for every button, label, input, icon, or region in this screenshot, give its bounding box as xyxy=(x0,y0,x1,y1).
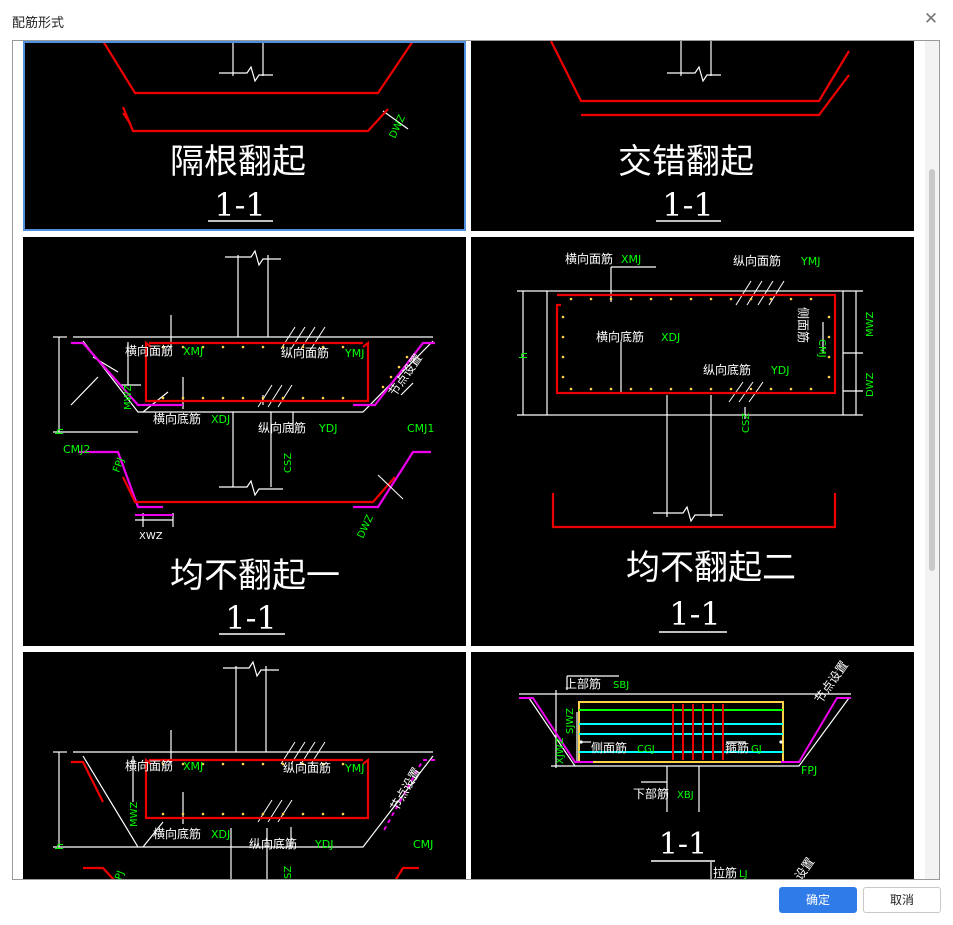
no-bent-1-cmj2: CMJ2 xyxy=(63,443,90,456)
no-bent-2-h: h xyxy=(517,352,530,359)
stirrup-node2: 设置 xyxy=(792,855,817,880)
no-bent-1-ymj: YMJ xyxy=(344,347,364,360)
no-bent-3-cmj: CMJ xyxy=(413,838,433,851)
stirrup-sjwz: SJWZ xyxy=(565,708,576,734)
no-bent-3-xdj-cn: 横向底筋 xyxy=(153,826,201,841)
stirrup-gj-cn: 箍筋 xyxy=(725,740,749,755)
no-bent-1-ydj: YDJ xyxy=(318,422,337,435)
no-bent-2-cmj: CMJ xyxy=(816,339,827,358)
no-bent-3-xmj-cn: 横向面筋 xyxy=(125,758,173,773)
vertical-scrollbar[interactable] xyxy=(925,41,939,879)
no-bent-3-csz: CSZ xyxy=(283,866,294,880)
alt-bent-drawing: DWZ 隔根翻起 1-1 xyxy=(102,41,414,224)
tile-no-bent-2[interactable]: 横向面筋 XMJ 纵向面筋 YMJ 横向底筋 XDJ 纵向底筋 YDJ 侧面筋 … xyxy=(471,237,914,646)
no-bent-1-drawing: 横向面筋 XMJ 纵向面筋 YMJ 横向底筋 XDJ 纵向底筋 YDJ 节点设置… xyxy=(53,249,435,637)
no-bent-2-section: 1-1 xyxy=(669,595,721,633)
no-bent-1-ydj-cn: 纵向底筋 xyxy=(258,420,306,435)
no-bent-3-fpj: FPJ xyxy=(111,869,126,880)
no-bent-1-csz: CSZ xyxy=(283,453,294,473)
no-bent-2-xdj-cn: 横向底筋 xyxy=(596,329,644,344)
stirrup-sbj: SBJ xyxy=(613,680,629,691)
no-bent-3-ymj: YMJ xyxy=(344,762,364,775)
no-bent-1-fpj: FPJ xyxy=(111,456,126,474)
no-bent-1-xwz: XWZ xyxy=(139,531,163,542)
staggered-bent-section: 1-1 xyxy=(662,186,714,224)
no-bent-3-drawing: 横向面筋 XMJ 纵向面筋 YMJ 横向底筋 XDJ 纵向底筋 YDJ 节点设置… xyxy=(53,660,435,880)
no-bent-2-ydj-cn: 纵向底筋 xyxy=(703,362,751,377)
tile-stirrup[interactable]: 上部筋 SBJ 侧面筋 CGJ 箍筋 GJ 下部筋 XBJ 节点设置 FPJ S… xyxy=(471,652,914,880)
pattern-gallery[interactable]: DWZ 隔根翻起 1-1 交错翻起 1-1 xyxy=(12,40,940,880)
no-bent-1-section: 1-1 xyxy=(225,599,277,637)
staggered-bent-title: 交错翻起 xyxy=(618,142,754,182)
no-bent-3-h: h xyxy=(53,843,66,850)
no-bent-2-xmj-cn: 横向面筋 xyxy=(565,251,613,266)
no-bent-3-ydj: YDJ xyxy=(314,838,333,851)
no-bent-1-xmj-cn: 横向面筋 xyxy=(125,343,173,358)
staggered-bent-drawing: 交错翻起 1-1 xyxy=(550,41,850,224)
no-bent-1-title: 均不翻起一 xyxy=(170,556,340,596)
no-bent-2-xmj: XMJ xyxy=(621,253,641,266)
no-bent-2-ydj: YDJ xyxy=(770,364,789,377)
no-bent-3-node-label: 节点设置 xyxy=(387,765,423,814)
stirrup-section: 1-1 xyxy=(659,827,707,862)
stirrup-lj: LJ xyxy=(739,869,748,880)
cancel-button[interactable]: 取消 xyxy=(863,887,941,913)
no-bent-2-ymj: YMJ xyxy=(800,255,820,268)
tile-no-bent-1[interactable]: 横向面筋 XMJ 纵向面筋 YMJ 横向底筋 XDJ 纵向底筋 YDJ 节点设置… xyxy=(23,237,466,646)
alt-bent-section: 1-1 xyxy=(214,186,266,224)
no-bent-1-cmj1: CMJ1 xyxy=(407,422,434,435)
no-bent-2-title: 均不翻起二 xyxy=(626,548,796,588)
stirrup-drawing: 上部筋 SBJ 侧面筋 CGJ 箍筋 GJ 下部筋 XBJ 节点设置 FPJ S… xyxy=(519,658,851,880)
no-bent-2-drawing: 横向面筋 XMJ 纵向面筋 YMJ 横向底筋 XDJ 纵向底筋 YDJ 侧面筋 … xyxy=(517,251,876,633)
stirrup-xjwz: XJWZ xyxy=(555,737,566,764)
no-bent-1-xdj-cn: 横向底筋 xyxy=(153,411,201,426)
stirrup-cgj-cn: 侧面筋 xyxy=(591,740,627,755)
no-bent-1-mwz: MWZ xyxy=(123,384,134,410)
no-bent-2-mwz: MWZ xyxy=(865,311,876,337)
no-bent-2-csz: CSZ xyxy=(741,413,752,433)
scrollbar-thumb[interactable] xyxy=(929,169,935,571)
tile-staggered-bent[interactable]: 交错翻起 1-1 xyxy=(471,41,914,231)
no-bent-2-side-cn: 侧面筋 xyxy=(796,307,811,343)
no-bent-2-xdj: XDJ xyxy=(661,331,680,344)
stirrup-xbj-cn: 下部筋 xyxy=(633,786,669,801)
no-bent-2-ymj-cn: 纵向面筋 xyxy=(733,253,781,268)
stirrup-lj-cn: 拉筋 xyxy=(713,865,737,880)
no-bent-1-xdj: XDJ xyxy=(211,413,230,426)
no-bent-3-ymj-cn: 纵向面筋 xyxy=(283,760,331,775)
no-bent-1-h: h xyxy=(53,428,66,435)
no-bent-3-ydj-cn: 纵向底筋 xyxy=(249,836,297,851)
no-bent-1-node-label: 节点设置 xyxy=(386,351,425,398)
close-icon[interactable]: ✕ xyxy=(923,9,939,29)
no-bent-3-xdj: XDJ xyxy=(211,828,230,841)
no-bent-3-mwz: MWZ xyxy=(129,801,140,827)
stirrup-xbj: XBJ xyxy=(677,790,694,801)
stirrup-sbj-cn: 上部筋 xyxy=(565,676,601,691)
title-bar: 配筋形式 ✕ xyxy=(0,0,953,38)
dialog-title: 配筋形式 xyxy=(12,16,65,31)
no-bent-1-dwz: DWZ xyxy=(356,513,376,540)
no-bent-1-ymj-cn: 纵向面筋 xyxy=(281,345,329,360)
stirrup-cgj: CGJ xyxy=(637,744,655,755)
tile-alt-bent[interactable]: DWZ 隔根翻起 1-1 xyxy=(23,41,466,231)
alt-bent-title: 隔根翻起 xyxy=(170,142,306,182)
no-bent-3-xmj: XMJ xyxy=(183,760,203,773)
ok-button[interactable]: 确定 xyxy=(779,887,857,913)
tile-no-bent-3[interactable]: 横向面筋 XMJ 纵向面筋 YMJ 横向底筋 XDJ 纵向底筋 YDJ 节点设置… xyxy=(23,652,466,880)
stirrup-gj: GJ xyxy=(751,744,762,755)
no-bent-2-dwz: DWZ xyxy=(865,372,876,397)
stirrup-fpj: FPJ xyxy=(801,764,817,777)
no-bent-1-xmj: XMJ xyxy=(183,345,203,358)
